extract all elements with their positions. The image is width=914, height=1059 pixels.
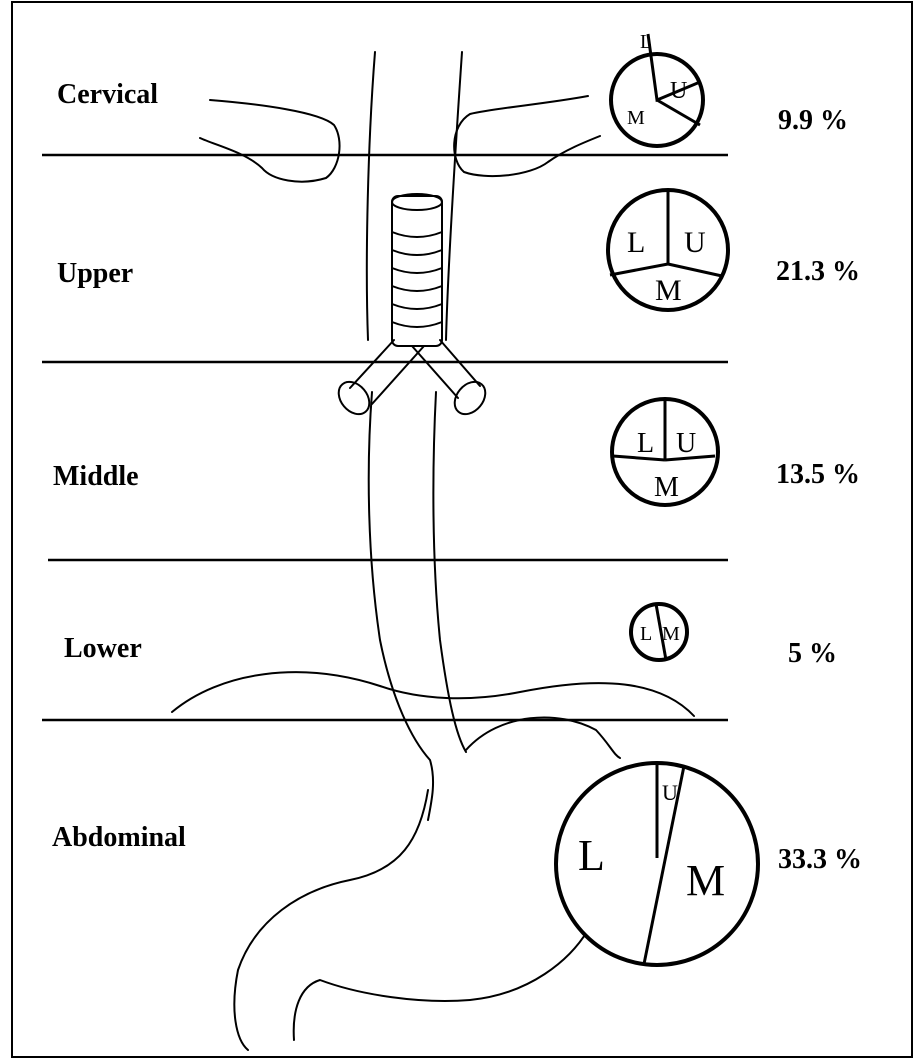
percent-label: 33.3 % [778,844,862,875]
segment-label-u: U [670,78,687,104]
region-row-lower: Lower L M 5 % [64,604,837,669]
region-row-upper: Upper L U M 21.3 % [57,190,860,310]
left-bronchus-opening [332,376,375,420]
segment-label-l: L [627,226,645,259]
region-label: Cervical [57,79,158,110]
left-bronchus [350,340,424,404]
percent-label: 21.3 % [776,256,860,287]
percent-label: 13.5 % [776,459,860,490]
segment-label-m: M [686,856,725,905]
neck-right-wall [446,52,462,340]
region-label: Lower [64,633,142,664]
segment-label-l: L [578,831,605,880]
region-row-abdominal: Abdominal L U M 33.3 % [52,763,862,965]
right-bronchus-opening [448,376,491,420]
segment-label-l: L [640,31,652,53]
esophagus-left-wall [369,392,433,820]
segment-label-m: M [654,472,679,503]
segment-label-l: L [640,623,652,645]
segment-label-m: M [655,274,682,307]
segment-label-u: U [662,780,678,805]
region-label: Abdominal [52,822,186,853]
right-clavicle [454,96,600,176]
percent-label: 5 % [788,638,837,669]
segment-pie: L M [631,604,687,660]
trachea [332,194,491,420]
segment-label-m: M [627,107,645,129]
segment-label-u: U [684,226,706,259]
segment-label-m: M [662,623,680,645]
neck-left-wall [367,52,375,340]
segment-label-l: L [637,428,654,459]
percent-label: 9.9 % [778,105,848,136]
diaphragm [172,672,694,716]
figure-frame [12,2,912,1057]
left-clavicle [200,100,340,182]
segment-pie: L U M [556,763,758,965]
segment-pie: L U M [611,31,703,146]
segment-pie: L U M [608,190,728,310]
segment-pie: L U M [612,399,718,505]
region-row-middle: Middle L U M 13.5 % [53,399,860,505]
region-label: Upper [57,258,133,289]
region-row-cervical: Cervical L U M 9.9 % [57,31,848,146]
segment-label-u: U [676,428,696,459]
region-label: Middle [53,461,139,492]
